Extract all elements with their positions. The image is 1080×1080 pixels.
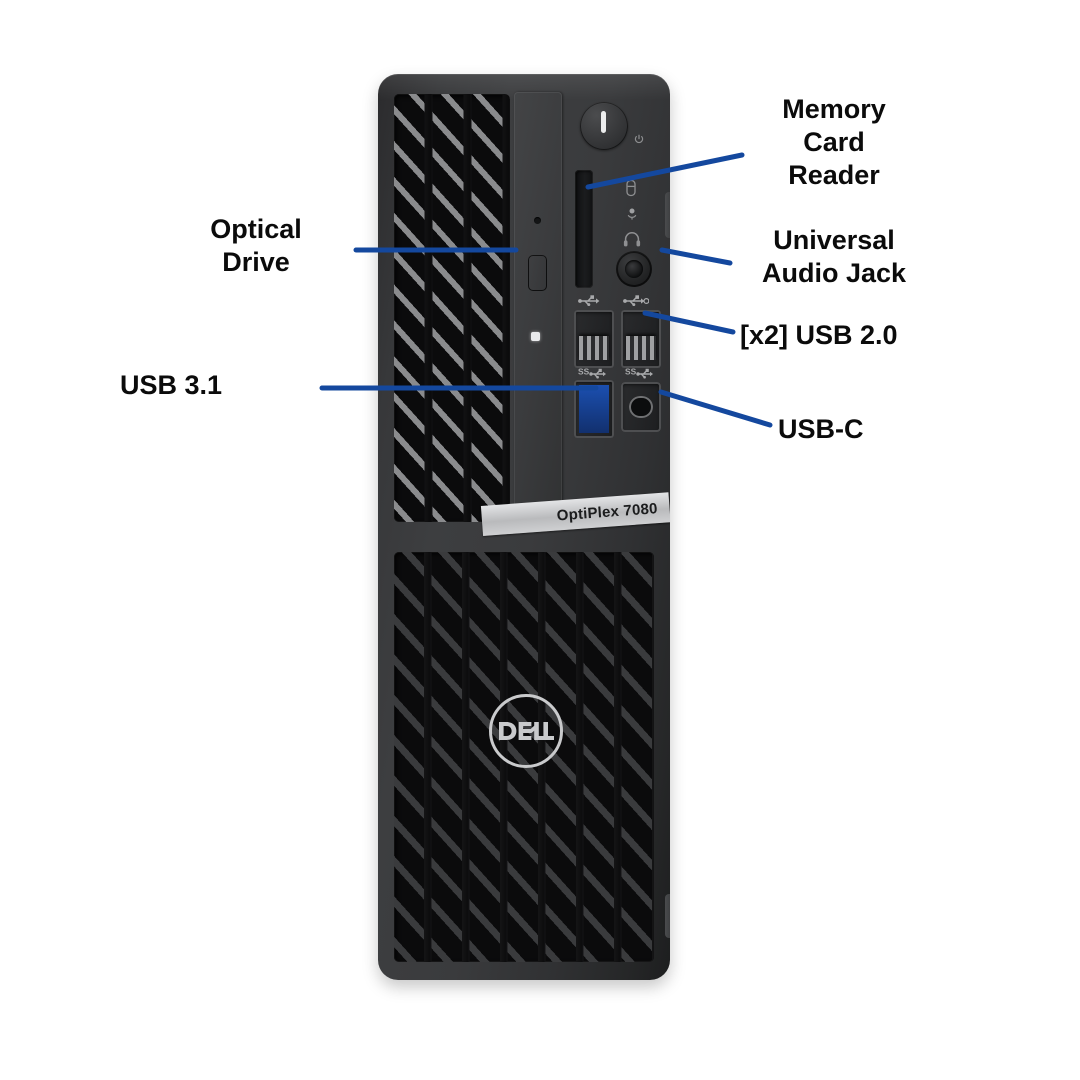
annotation-usb-c: USB-C xyxy=(778,414,864,444)
annotation-usb-3-1: USB 3.1 xyxy=(120,370,223,400)
annotation-usb-2-0: [x2] USB 2.0 xyxy=(740,320,898,350)
usb-2-0-trident-icon-left xyxy=(578,294,602,310)
usb-3-1-port[interactable] xyxy=(574,380,614,438)
leader-line-usb-c xyxy=(658,389,773,428)
usb-2-0-port-left[interactable] xyxy=(574,310,614,368)
leader-line-universal-audio-jack xyxy=(659,247,733,266)
annotation-memory-card-reader: Memory Card Reader xyxy=(782,94,886,190)
chassis-side-tab-bottom xyxy=(665,894,670,938)
model-badge-label: OptiPlex 7080 xyxy=(556,499,659,524)
vent-slash-texture xyxy=(394,94,510,522)
annotation-universal-audio-jack: Universal Audio Jack xyxy=(761,225,907,288)
vent-rib-texture xyxy=(394,94,510,522)
optical-drive-activity-led-icon xyxy=(531,332,540,341)
dell-wordmark-icon xyxy=(499,722,554,740)
optical-drive-eject-button[interactable] xyxy=(528,255,547,291)
usb-port-contacts xyxy=(579,336,609,360)
annotation-optical-drive: Optical Drive xyxy=(210,214,302,277)
usb-c-superspeed-icon: SS xyxy=(625,366,655,383)
usb-3-1-blue-insert xyxy=(579,385,609,433)
usb-port-contacts xyxy=(626,336,656,360)
hard-drive-activity-icon xyxy=(624,179,638,202)
usb-2-0-port-right[interactable] xyxy=(621,310,661,368)
usb-3-1-superspeed-icon: SS xyxy=(578,366,608,383)
svg-text:SS: SS xyxy=(578,367,590,377)
usb-c-port[interactable] xyxy=(621,382,661,432)
svg-text:SS: SS xyxy=(625,367,637,377)
dell-logo xyxy=(489,694,563,768)
chassis-side-tab-top xyxy=(665,192,670,238)
usb-2-0-powershare-icon-right xyxy=(623,294,650,310)
upper-vent-grille xyxy=(394,94,510,522)
diagnostic-led-icon xyxy=(626,207,638,226)
optical-drive-bezel[interactable] xyxy=(514,92,562,524)
optical-drive-pinhole-icon xyxy=(534,217,541,224)
power-symbol-icon xyxy=(633,133,645,145)
power-button[interactable] xyxy=(580,102,628,150)
headset-icon xyxy=(623,231,641,252)
universal-audio-jack-port[interactable] xyxy=(616,251,652,287)
memory-card-reader-slot[interactable] xyxy=(575,170,593,288)
desktop-chassis: SS SS xyxy=(378,74,670,980)
